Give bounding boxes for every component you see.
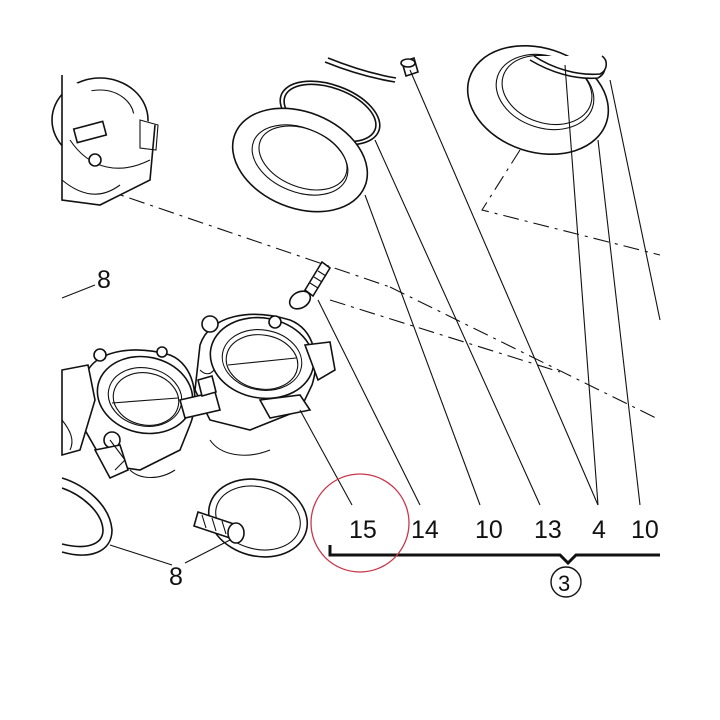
label-3: 3 (558, 571, 570, 596)
gasket-10-right (466, 44, 610, 156)
callout-labels: 8 8 15 14 10 13 4 10 3 (97, 266, 659, 596)
center-lines (99, 149, 661, 421)
label-10-second: 10 (631, 516, 659, 544)
highlight-circle (310, 473, 410, 573)
label-10-first: 10 (475, 516, 503, 544)
label-13: 13 (534, 516, 562, 544)
hose-clamp-8-right (193, 478, 309, 558)
o-ring-4 (529, 55, 608, 80)
hose-clamp-8-left (61, 477, 113, 556)
throttle-body-assembly (61, 313, 336, 480)
label-14: 14 (411, 516, 439, 544)
throttle-housing-top-left (51, 75, 159, 206)
ring-segment-top (324, 57, 397, 83)
label-4: 4 (592, 516, 606, 544)
label-8-bottom: 8 (169, 563, 183, 591)
screw-14 (288, 260, 332, 310)
small-bolt-4 (400, 56, 419, 78)
leader-lines (61, 64, 661, 566)
gasket-10-left (231, 107, 369, 213)
group-3-circle (550, 566, 582, 598)
label-15: 15 (349, 516, 377, 544)
label-8-left: 8 (97, 266, 111, 294)
group-bracket-3 (328, 545, 660, 598)
